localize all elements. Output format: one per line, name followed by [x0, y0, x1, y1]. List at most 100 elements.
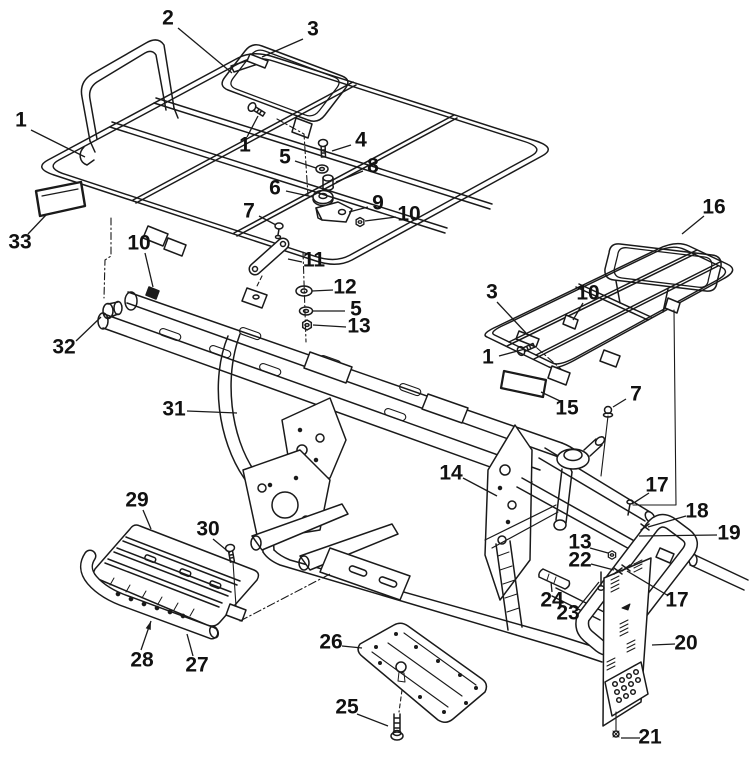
callout-17: 17 [645, 474, 668, 497]
callout-20: 20 [674, 632, 697, 655]
footrest-mount [225, 603, 247, 622]
bracket-9 [315, 201, 353, 223]
frame-plate-14 [484, 424, 533, 601]
callout-15: 15 [555, 397, 579, 420]
leader-line-32 [75, 316, 102, 342]
leader-line-29 [142, 509, 152, 530]
bolt-17-upper [626, 499, 634, 516]
leader-line-1 [498, 348, 526, 357]
callout-30: 30 [196, 518, 219, 541]
callout-1: 1 [15, 109, 27, 132]
callout-14: 14 [439, 462, 463, 485]
callout-17: 17 [665, 589, 688, 612]
gusset-plates [242, 397, 533, 601]
nut-13 [301, 319, 313, 331]
callout-19: 19 [717, 522, 740, 545]
leader-line-16 [681, 215, 705, 235]
leader-line-9 [348, 206, 369, 213]
panel-texture [606, 559, 643, 671]
rack-tab [246, 53, 269, 69]
leader-line-1 [30, 129, 86, 158]
shock-strut [495, 540, 523, 631]
leader-line-22 [590, 563, 615, 571]
nut-13-lower [607, 550, 617, 560]
rack-mount-tabs [547, 297, 681, 386]
front-rack-platform [221, 44, 349, 122]
leader-line-7 [612, 398, 627, 408]
leader-line-31 [186, 410, 238, 414]
leader-line-19 [638, 534, 718, 537]
leader-line-30 [212, 538, 231, 554]
front-rack-fence [80, 39, 179, 153]
frame-tube-cap [102, 300, 123, 320]
washer-5a [315, 164, 329, 174]
alignment-lines [103, 118, 677, 731]
rack-mount-tabs [142, 225, 187, 257]
leader-line-14 [462, 477, 498, 497]
steering-head [484, 436, 606, 549]
leader-line-33 [27, 214, 47, 235]
callout-31: 31 [162, 398, 186, 421]
callout-27: 27 [185, 654, 208, 677]
callout-1: 1 [239, 134, 251, 157]
leader-line-17 [631, 492, 650, 505]
leader-arrowhead [145, 621, 151, 630]
callout-7: 7 [630, 383, 642, 406]
leader-line-11 [287, 258, 303, 263]
callout-5: 5 [279, 146, 291, 169]
callout-10: 10 [576, 282, 599, 305]
callout-10: 10 [397, 203, 420, 226]
washer-5b [298, 306, 314, 316]
rack-clip [562, 314, 579, 330]
callout-33: 33 [8, 231, 31, 254]
callout-13: 13 [347, 315, 370, 338]
bolt-21 [612, 730, 620, 738]
leader-line-3 [496, 301, 527, 334]
leader-line-23 [577, 581, 600, 609]
leader-line-20 [651, 643, 676, 646]
callout-12: 12 [333, 276, 356, 299]
footrest-rail [80, 549, 220, 640]
frame [97, 286, 749, 663]
leader-line-12 [311, 289, 334, 292]
leader-line-6 [285, 190, 314, 198]
leader-line-4 [331, 144, 352, 152]
callout-25: 25 [335, 696, 359, 719]
callout-22: 22 [568, 549, 591, 572]
callout-23: 23 [556, 602, 579, 625]
leader-line-13 [312, 324, 347, 328]
callout-16: 16 [702, 196, 725, 219]
leader-line-7 [258, 215, 277, 226]
rear-rack-platform [604, 243, 722, 313]
footrest-assembly [80, 524, 260, 640]
link-bar [538, 568, 571, 590]
deck-slot [515, 330, 540, 348]
bolt-4 [317, 138, 329, 158]
callout-11: 11 [303, 249, 326, 272]
reflector-right [499, 369, 548, 399]
leader-line-10 [144, 252, 154, 288]
hook-bracket [79, 146, 95, 166]
leader-line-10 [572, 302, 584, 321]
leader-line-13 [589, 547, 609, 554]
rear-rack [484, 242, 734, 386]
callout-13: 13 [568, 531, 591, 554]
leader-line-17 [626, 570, 668, 596]
front-rack [41, 39, 549, 265]
bolt-25 [390, 713, 404, 741]
leader-line-24 [550, 581, 553, 593]
leader-line-27 [186, 633, 194, 657]
bolt-23 [597, 571, 605, 591]
leader-line-8 [335, 170, 364, 183]
leader-line-25 [356, 713, 389, 727]
clip-7-front [274, 222, 284, 240]
leader-line-5 [294, 160, 317, 169]
callout-21: 21 [638, 726, 662, 749]
callout-18: 18 [685, 500, 709, 523]
bushing-8 [322, 174, 334, 191]
callout-8: 8 [367, 155, 379, 178]
bumper-foot-plate [604, 661, 649, 717]
